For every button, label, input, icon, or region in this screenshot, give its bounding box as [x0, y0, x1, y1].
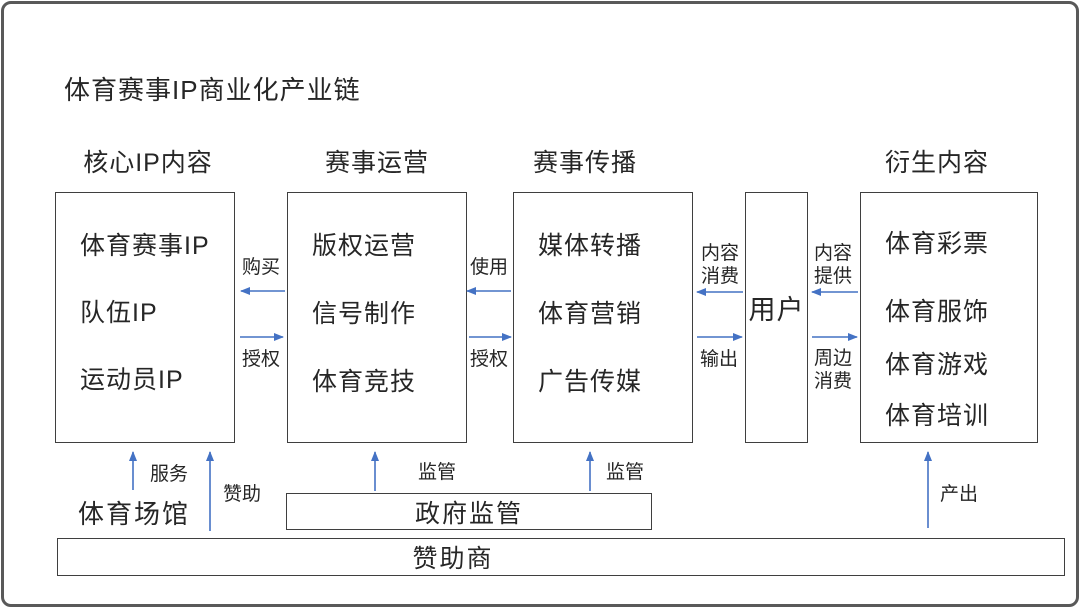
box-item: 广告传媒 — [538, 368, 643, 396]
box-item: 运动员IP — [80, 366, 184, 394]
box-derivative: 体育彩票 体育服饰 体育游戏 体育培训 — [860, 192, 1038, 443]
box-item: 体育营销 — [538, 300, 643, 328]
column-header-broadcast: 赛事传播 — [532, 149, 638, 177]
government-label: 政府监管 — [414, 499, 523, 528]
label-license-1: 授权 — [241, 349, 281, 370]
box-item: 体育彩票 — [885, 230, 990, 258]
box-item: 版权运营 — [312, 232, 417, 260]
column-header-operation: 赛事运营 — [324, 149, 430, 177]
box-item: 媒体转播 — [538, 232, 643, 260]
box-sponsor: 赞助商 — [57, 538, 1065, 576]
box-item: 队伍IP — [80, 299, 158, 327]
box-operation: 版权运营 信号制作 体育竞技 — [287, 192, 467, 443]
box-user: 用户 — [745, 192, 808, 443]
label-output: 输出 — [699, 349, 739, 370]
box-item: 体育赛事IP — [80, 232, 210, 260]
box-item: 体育服饰 — [885, 298, 990, 326]
label-content-consume: 内容消费 — [700, 243, 739, 287]
venue-label: 体育场馆 — [78, 499, 191, 529]
label-use: 使用 — [469, 257, 509, 278]
column-header-derivative: 衍生内容 — [884, 149, 990, 177]
label-buy: 购买 — [241, 257, 281, 278]
box-core-ip: 体育赛事IP 队伍IP 运动员IP — [55, 192, 235, 443]
label-regulate-2: 监管 — [606, 462, 645, 483]
box-item: 信号制作 — [312, 300, 417, 328]
box-item: 体育竞技 — [312, 368, 417, 396]
box-item: 体育游戏 — [885, 351, 990, 379]
box-item: 体育培训 — [885, 402, 990, 430]
box-broadcast: 媒体转播 体育营销 广告传媒 — [513, 192, 693, 443]
label-license-2: 授权 — [469, 349, 509, 370]
label-regulate-1: 监管 — [418, 462, 457, 483]
label-peripheral-consume: 周边消费 — [813, 348, 852, 392]
label-produce: 产出 — [940, 484, 979, 505]
label-content-provide: 内容提供 — [813, 243, 852, 287]
label-sponsorship: 赞助 — [223, 484, 262, 505]
user-label: 用户 — [748, 295, 805, 325]
diagram-title: 体育赛事IP商业化产业链 — [64, 75, 361, 105]
column-header-core-ip: 核心IP内容 — [83, 149, 213, 177]
box-government: 政府监管 — [286, 493, 652, 530]
sponsor-label: 赞助商 — [412, 545, 494, 573]
label-service: 服务 — [150, 464, 189, 485]
